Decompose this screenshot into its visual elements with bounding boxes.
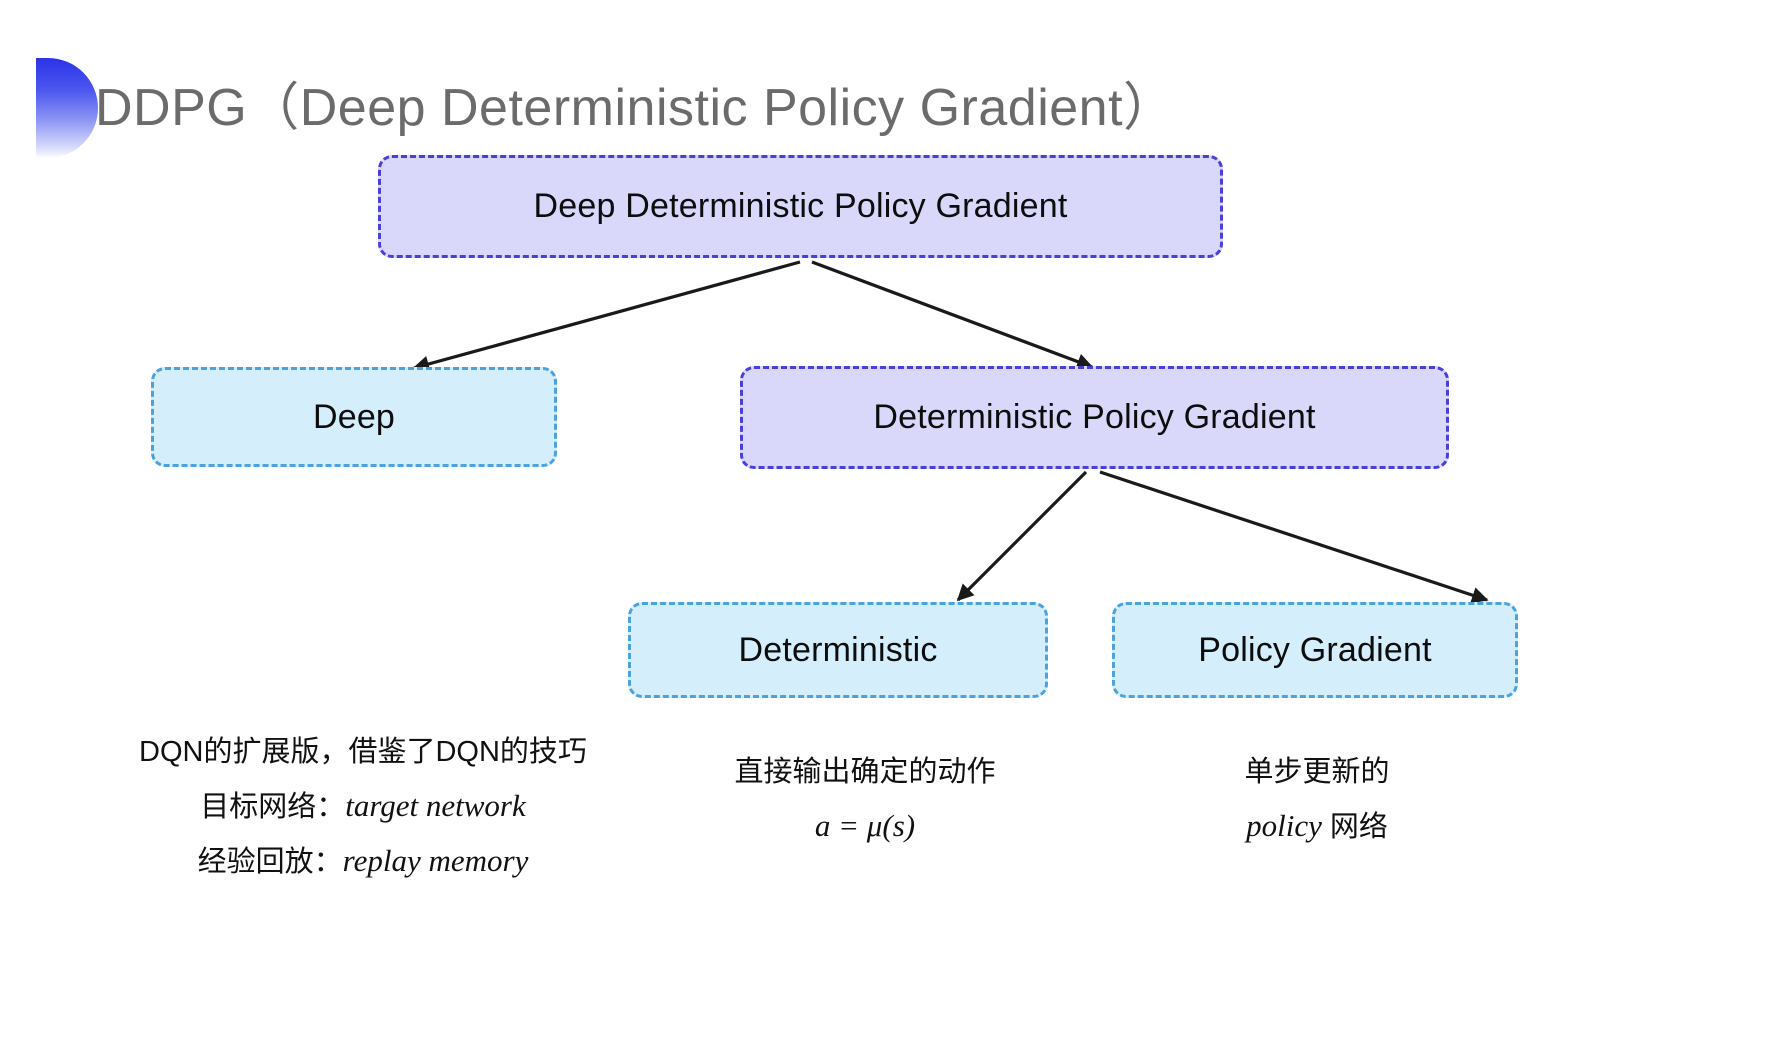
node-deep-deterministic-policy-gradient[interactable]: Deep Deterministic Policy Gradient [378, 155, 1223, 258]
caption-deterministic-line-1: 直接输出确定的动作 [734, 756, 996, 788]
caption-policy-gradient-line-1: 单步更新的 [1244, 756, 1390, 788]
page-title: DDPG（Deep Deterministic Policy Gradient） [95, 79, 1176, 137]
edge-dpg-to-policy-gradient [1099, 470, 1489, 604]
caption-deep-line-3-math: replay memory [342, 843, 529, 878]
edge-root-to-deep [412, 260, 801, 373]
caption-policy-gradient-math: policy [1246, 808, 1322, 843]
caption-deterministic-formula: a = μ(s) [814, 808, 916, 843]
caption-deep-line-1: DQN的扩展版，借鉴了DQN的技巧 [139, 736, 587, 768]
caption-deep-line-2-math: target network [345, 788, 526, 823]
caption-deep: DQN的扩展版，借鉴了DQN的技巧 目标网络：target network 经验… [133, 725, 593, 889]
caption-deep-line-2-label: 目标网络： [200, 791, 346, 823]
caption-deep-line-3: 经验回放：replay memory [133, 834, 593, 889]
caption-policy-gradient-line-2: policy 网络 [1182, 799, 1452, 854]
caption-policy-gradient-tail: 网络 [1321, 811, 1388, 843]
caption-deep-line-3-label: 经验回放： [197, 846, 343, 878]
caption-deep-line-2: 目标网络：target network [133, 779, 593, 834]
node-policy-gradient[interactable]: Policy Gradient [1112, 602, 1518, 698]
node-deep[interactable]: Deep [151, 367, 557, 467]
node-deterministic[interactable]: Deterministic [628, 602, 1048, 698]
caption-policy-gradient: 单步更新的 policy 网络 [1182, 745, 1452, 854]
caption-deterministic: 直接输出确定的动作 a = μ(s) [700, 745, 1030, 853]
title-bullet-icon [36, 58, 98, 158]
node-deterministic-policy-gradient[interactable]: Deterministic Policy Gradient [740, 366, 1449, 469]
edge-dpg-to-deterministic [956, 470, 1088, 602]
edge-root-to-dpg [811, 260, 1094, 370]
